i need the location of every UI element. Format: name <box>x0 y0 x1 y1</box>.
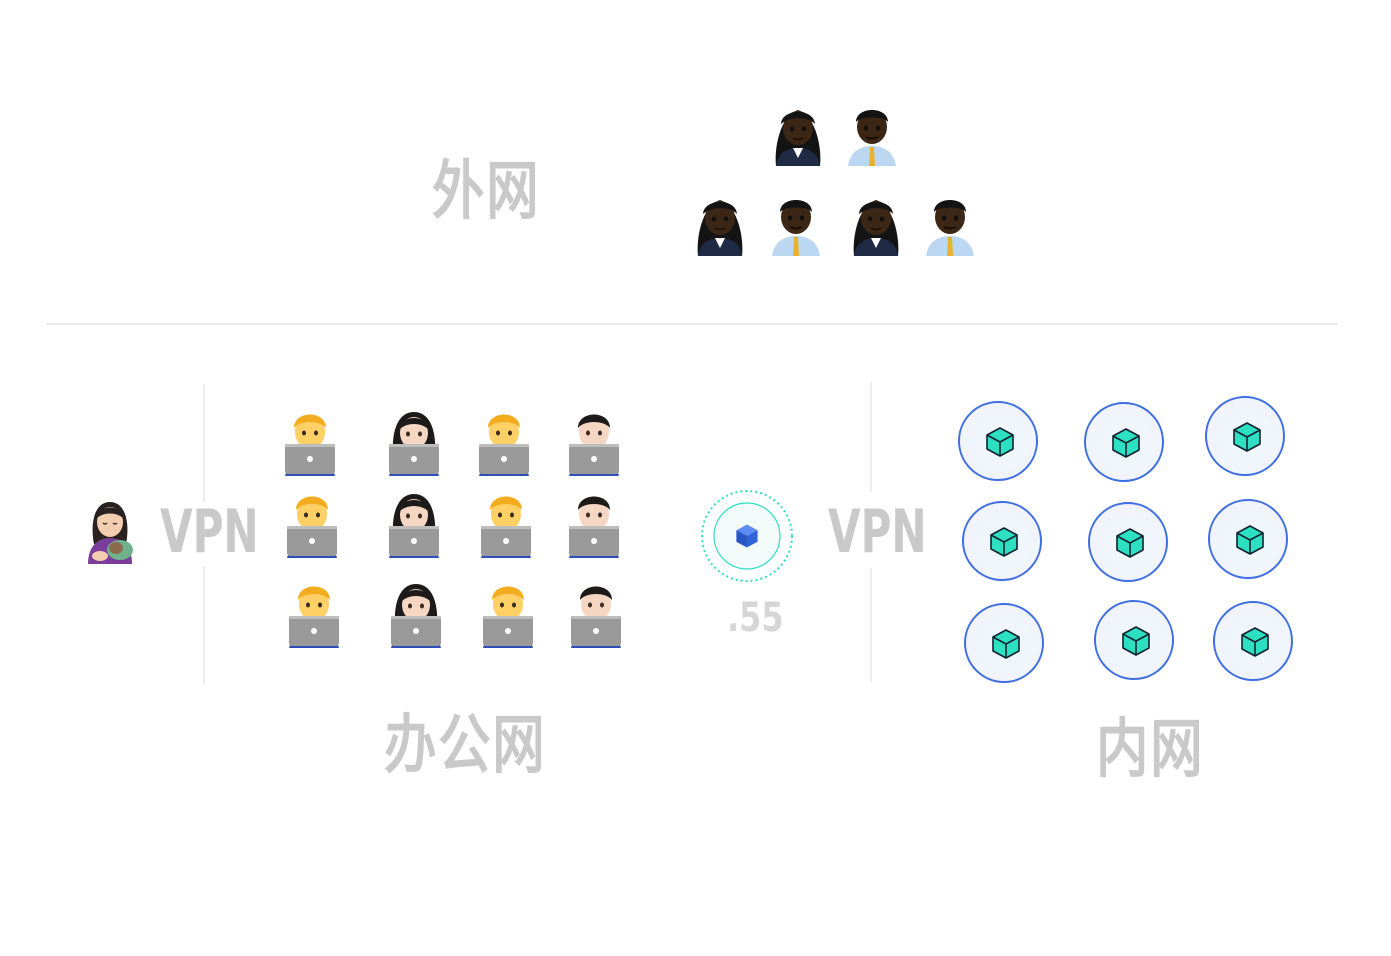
teal-cube-icon <box>1120 625 1152 657</box>
gateway-ip-label: .55 <box>727 595 784 641</box>
vpn-left-line-bottom <box>203 566 205 684</box>
teal-cube-icon <box>1231 421 1263 453</box>
server-node <box>958 401 1038 481</box>
zone-divider <box>46 323 1338 325</box>
vpn-right-line-top <box>870 382 872 492</box>
vpn-right-line-bottom <box>870 568 872 682</box>
vpn-left-label: VPN <box>160 497 259 567</box>
teal-cube-icon <box>1110 427 1142 459</box>
man-technologist-icon <box>566 578 626 648</box>
server-node <box>1094 600 1174 680</box>
blue-cube-icon <box>734 523 760 549</box>
vpn-left-line-top <box>203 384 205 502</box>
gateway-node <box>700 489 794 583</box>
teal-cube-icon <box>984 426 1016 458</box>
man-technologist-blond-icon <box>284 578 344 648</box>
man-technologist-blond-icon <box>282 488 342 558</box>
woman-technologist-icon <box>384 406 444 476</box>
internal-network-label: 内网 <box>1096 713 1205 787</box>
server-node <box>1205 396 1285 476</box>
man-technologist-blond-icon <box>476 488 536 558</box>
woman-office-worker-dark-icon <box>690 186 750 256</box>
server-node <box>964 603 1044 683</box>
teal-cube-icon <box>988 526 1020 558</box>
woman-office-worker-dark-icon <box>846 186 906 256</box>
man-office-worker-dark-icon <box>920 186 980 256</box>
server-node <box>1084 402 1164 482</box>
woman-office-worker-dark-icon <box>768 96 828 166</box>
teal-cube-icon <box>990 628 1022 660</box>
woman-feeding-baby-icon <box>80 494 140 564</box>
vpn-right-label: VPN <box>828 497 927 567</box>
server-node <box>1088 502 1168 582</box>
man-technologist-blond-icon <box>280 406 340 476</box>
office-network-label: 办公网 <box>384 709 547 783</box>
man-office-worker-dark-icon <box>842 96 902 166</box>
man-technologist-blond-icon <box>474 406 534 476</box>
teal-cube-icon <box>1234 524 1266 556</box>
external-network-label: 外网 <box>432 155 541 229</box>
woman-technologist-icon <box>386 578 446 648</box>
man-office-worker-dark-icon <box>766 186 826 256</box>
man-technologist-icon <box>564 488 624 558</box>
server-node <box>962 501 1042 581</box>
woman-technologist-icon <box>384 488 444 558</box>
teal-cube-icon <box>1114 527 1146 559</box>
teal-cube-icon <box>1239 626 1271 658</box>
man-technologist-blond-icon <box>478 578 538 648</box>
server-node <box>1208 499 1288 579</box>
man-technologist-icon <box>564 406 624 476</box>
server-node <box>1213 601 1293 681</box>
